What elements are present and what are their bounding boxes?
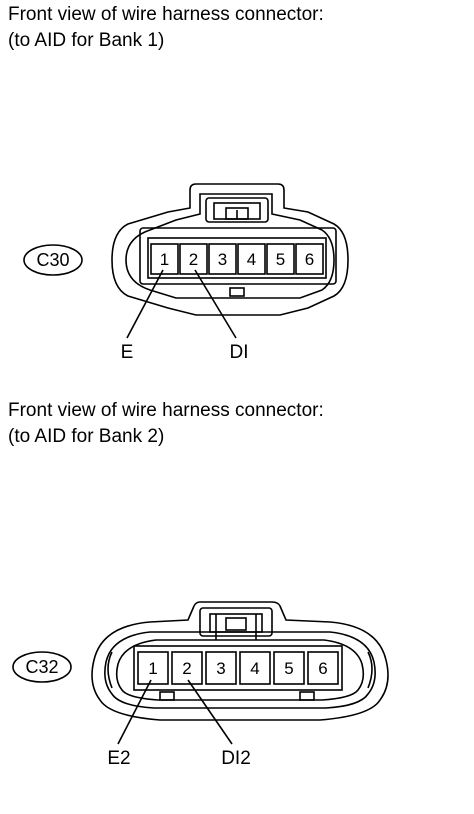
c30-pin-cavity-1 <box>150 243 179 275</box>
c30-pin-number-4: 4 <box>247 250 256 269</box>
c32-pin-cavity-2 <box>171 651 203 685</box>
c32-pin-number-5: 5 <box>284 659 293 678</box>
c30-pin-number-1: 1 <box>160 250 169 269</box>
c32-pin-cavity-4 <box>239 651 271 685</box>
connector-c30: 1 2 3 4 5 6 C30 E DI <box>23 183 349 363</box>
c32-latch <box>199 607 273 637</box>
caption-bank2-line2: (to AID for Bank 2) <box>8 426 165 447</box>
c30-leader-pin1 <box>126 269 164 339</box>
c32-id-badge <box>12 651 72 683</box>
c30-pin-number-6: 6 <box>305 250 314 269</box>
c30-pin-number-5: 5 <box>276 250 285 269</box>
c32-pin-number-2: 2 <box>182 659 191 678</box>
c30-pin-cavity-4 <box>237 243 266 275</box>
c32-left-rib <box>107 651 113 689</box>
caption-bank1-line2: (to AID for Bank 1) <box>8 30 165 51</box>
c30-label-e: E <box>121 342 134 363</box>
c32-bottom-key-right <box>299 691 315 701</box>
connector-c32: 1 2 3 4 5 6 C32 E2 DI2 <box>12 601 389 769</box>
c32-pin-number-1: 1 <box>148 659 157 678</box>
c32-outer-housing <box>91 601 389 721</box>
c32-right-rib <box>367 651 373 689</box>
c32-pin-cavity-6 <box>307 651 339 685</box>
c30-pin-cavity-5 <box>266 243 295 275</box>
caption-bank2-line1: Front view of wire harness connector: <box>8 400 324 421</box>
c32-inner-housing-2 <box>115 639 365 701</box>
c32-bottom-key-left <box>159 691 175 701</box>
c30-pin-cavity-6 <box>295 243 324 275</box>
c32-latch-inner <box>209 613 263 633</box>
c32-terminal-block <box>133 645 343 691</box>
c30-terminal-frame <box>139 227 337 285</box>
c32-id-label: C32 <box>25 657 58 677</box>
c32-latch-notch <box>225 617 247 631</box>
c30-latch <box>205 197 269 223</box>
c30-id-badge <box>23 244 83 276</box>
c30-outer-housing <box>111 183 349 316</box>
c30-label-di: DI <box>230 342 249 363</box>
c32-pin-cavity-3 <box>205 651 237 685</box>
c30-id-label: C30 <box>36 250 69 270</box>
c32-pin-number-6: 6 <box>318 659 327 678</box>
c32-pin-number-3: 3 <box>216 659 225 678</box>
c30-terminal-block <box>147 237 327 279</box>
caption-bank1-line1: Front view of wire harness connector: <box>8 4 324 25</box>
c32-leader-pin1 <box>117 679 152 745</box>
c32-inner-housing <box>104 631 376 709</box>
c30-inner-housing <box>125 193 335 299</box>
c30-pin-cavity-3 <box>208 243 237 275</box>
c32-pin-cavity-1 <box>137 651 169 685</box>
c32-label-di2: DI2 <box>221 748 251 769</box>
c30-pin-cavity-2 <box>179 243 208 275</box>
caption-bank2: Front view of wire harness connector: (t… <box>8 398 324 450</box>
c30-pin-number-2: 2 <box>189 250 198 269</box>
c32-leader-pin2 <box>187 679 233 745</box>
c32-label-e2: E2 <box>107 748 130 769</box>
c32-pin-number-4: 4 <box>250 659 259 678</box>
caption-bank1: Front view of wire harness connector: (t… <box>8 2 324 54</box>
c30-leader-pin2 <box>194 269 237 339</box>
c30-bottom-key <box>229 287 245 297</box>
c30-pin-number-3: 3 <box>218 250 227 269</box>
c32-pin-cavity-5 <box>273 651 305 685</box>
